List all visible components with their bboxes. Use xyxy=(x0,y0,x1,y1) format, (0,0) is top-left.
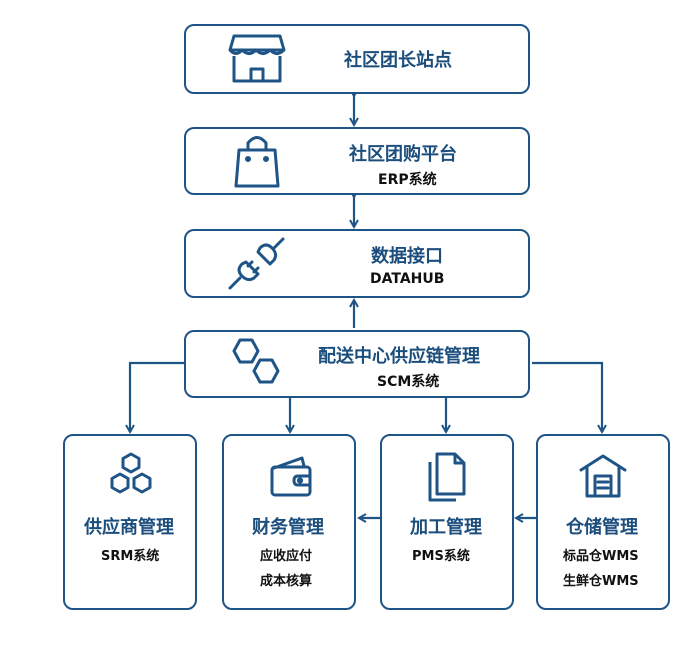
community-leader-site-title: 社区团长站点 xyxy=(344,50,452,71)
finance-management-title: 财务管理 xyxy=(252,517,324,538)
hexagon-link-icon xyxy=(232,338,280,384)
arrow-scm-warehouse xyxy=(532,361,602,432)
scm-subtitle: SCM系统 xyxy=(377,374,440,390)
supplier-management-title: 供应商管理 xyxy=(84,517,174,538)
warehouse-management-line2: 生鲜仓WMS xyxy=(563,574,639,589)
storefront-icon xyxy=(228,34,286,83)
warehouse-icon xyxy=(579,454,627,498)
arrow-scm-srm xyxy=(130,361,186,432)
warehouse-management-title: 仓储管理 xyxy=(566,517,638,538)
finance-management-line2: 成本核算 xyxy=(260,574,313,589)
processing-management-line1: PMS系统 xyxy=(412,549,470,564)
group-buying-platform-title: 社区团购平台 xyxy=(349,144,457,165)
scm-title: 配送中心供应链管理 xyxy=(318,346,480,367)
finance-management-line1: 应收应付 xyxy=(260,549,313,564)
warehouse-management-box xyxy=(536,434,670,610)
supplier-management-line1: SRM系统 xyxy=(101,549,160,564)
plug-icon xyxy=(228,237,285,290)
hexagon-cluster-icon xyxy=(110,452,152,494)
group-buying-platform-box xyxy=(184,127,530,195)
processing-management-title: 加工管理 xyxy=(410,517,482,538)
supplier-management-box xyxy=(63,434,197,610)
documents-icon xyxy=(428,452,466,502)
shopping-bag-icon xyxy=(234,136,280,188)
group-buying-platform-subtitle: ERP系统 xyxy=(378,172,437,188)
data-interface-title: 数据接口 xyxy=(371,246,443,267)
wallet-icon xyxy=(270,456,312,497)
processing-management-box xyxy=(380,434,514,610)
warehouse-management-line1: 标品仓WMS xyxy=(563,549,639,564)
data-interface-subtitle: DATAHUB xyxy=(370,271,445,287)
